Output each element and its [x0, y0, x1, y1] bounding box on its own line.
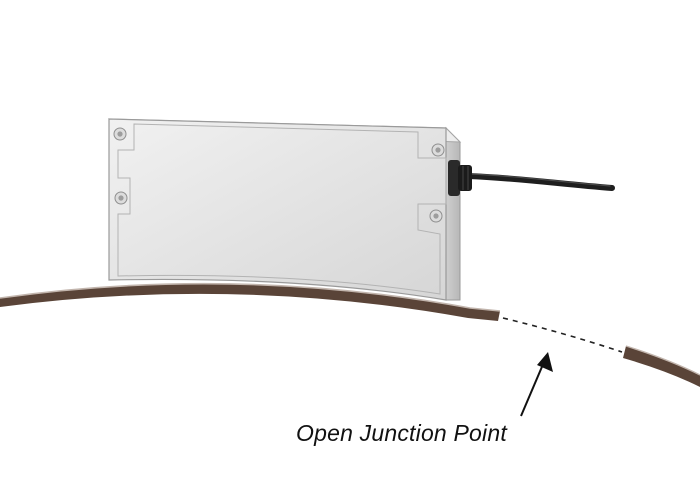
cable-icon	[465, 173, 615, 191]
junction-gap-dashes	[502, 317, 623, 353]
screw-hole-icon	[114, 191, 128, 205]
cable-gland-icon	[448, 160, 472, 196]
screw-hole-icon	[113, 127, 127, 141]
encoder-readhead-icon	[107, 118, 472, 301]
arrow-up-right-icon	[520, 352, 553, 417]
open-junction-point-label: Open Junction Point	[296, 420, 507, 446]
screw-hole-icon	[431, 143, 445, 157]
scale-tape-left	[0, 282, 501, 321]
scale-tape-right	[623, 345, 700, 387]
screw-hole-icon	[429, 209, 443, 223]
